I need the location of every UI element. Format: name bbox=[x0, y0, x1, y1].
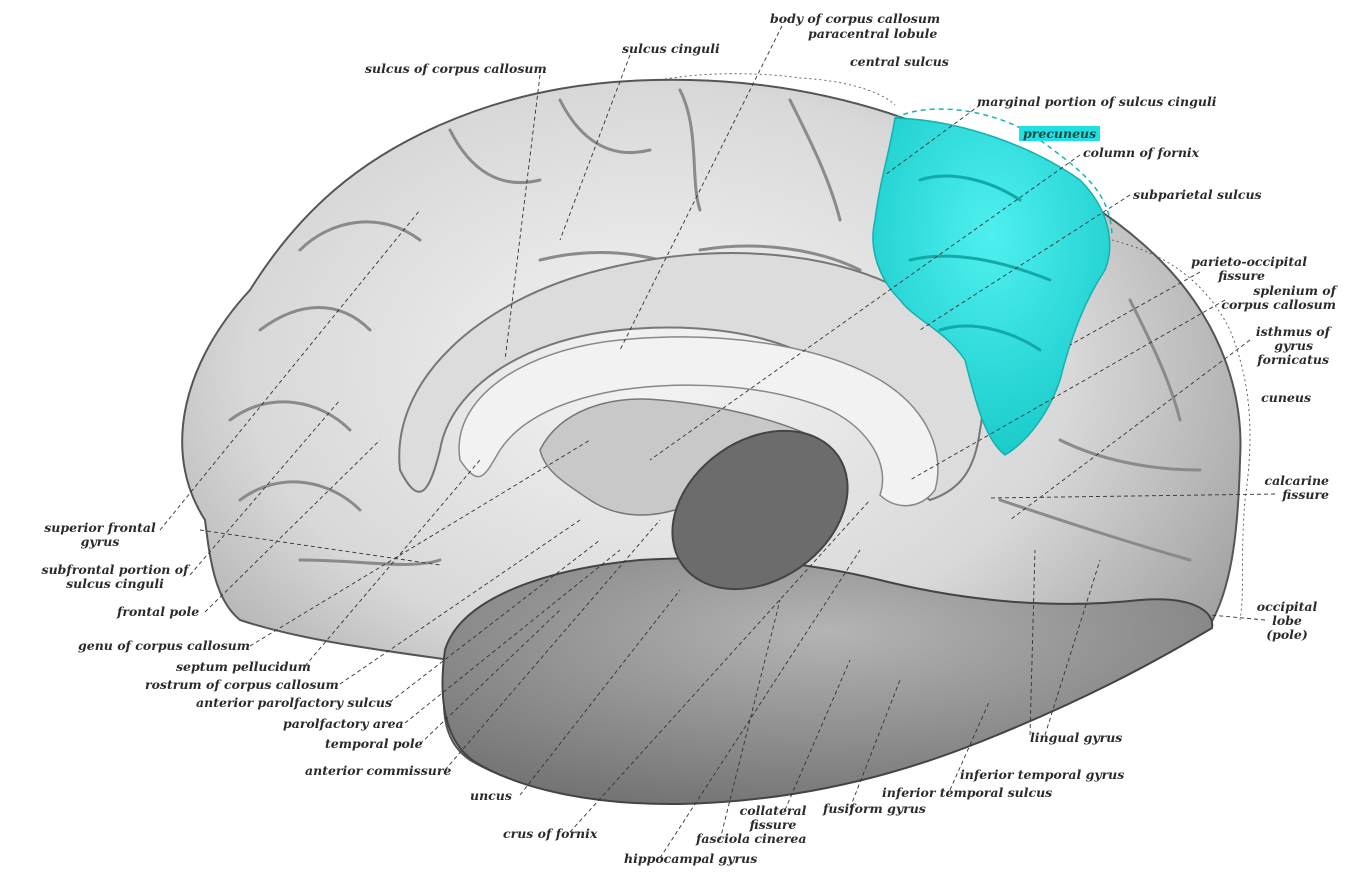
label-precuneus: precuneus bbox=[1019, 126, 1101, 141]
label-isthmus-2: gyrus bbox=[1274, 338, 1313, 353]
label-marginal-portion: marginal portion of sulcus cinguli bbox=[977, 94, 1217, 109]
label-crus-of-fornix: crus of fornix bbox=[503, 826, 598, 841]
label-rostrum: rostrum of corpus callosum bbox=[145, 677, 339, 692]
label-isthmus-1: isthmus of bbox=[1255, 324, 1330, 339]
label-genu: genu of corpus callosum bbox=[78, 638, 250, 653]
label-column-of-fornix: column of fornix bbox=[1083, 145, 1200, 160]
label-temporal-pole: temporal pole bbox=[325, 736, 423, 751]
label-body-of-corpus-callosum: body of corpus callosum bbox=[770, 11, 941, 26]
label-subparietal-sulcus: subparietal sulcus bbox=[1133, 187, 1262, 202]
label-fasciola-cinerea: fasciola cinerea bbox=[696, 831, 807, 846]
label-calcarine-2: fissure bbox=[1282, 487, 1329, 502]
label-calcarine-1: calcarine bbox=[1264, 473, 1329, 488]
thalamus-cut bbox=[671, 429, 849, 591]
label-subfrontal-2: sulcus cinguli bbox=[66, 576, 164, 591]
label-parieto-occipital-1: parieto-occipital bbox=[1191, 254, 1307, 269]
label-hippocampal-gyrus: hippocampal gyrus bbox=[624, 851, 758, 866]
precuneus-boundary-dashed bbox=[894, 108, 1113, 236]
label-sulcus-of-corpus-callosum: sulcus of corpus callosum bbox=[365, 61, 547, 76]
label-isthmus-3: fornicatus bbox=[1257, 352, 1329, 367]
precuneus-highlight-tag: precuneus bbox=[1019, 126, 1101, 141]
label-paracentral-lobule: paracentral lobule bbox=[808, 26, 938, 41]
label-collateral-2: fissure bbox=[749, 817, 797, 832]
label-central-sulcus: central sulcus bbox=[850, 54, 949, 69]
brace-lines bbox=[659, 73, 1251, 621]
cingulate-gyrus bbox=[398, 252, 984, 502]
gyri-folds bbox=[228, 88, 1202, 566]
label-inferior-temporal-sulcus: inferior temporal sulcus bbox=[882, 785, 1053, 800]
label-superior-frontal-1: superior frontal bbox=[44, 520, 156, 535]
label-splenium-2: corpus callosum bbox=[1221, 297, 1336, 312]
label-anterior-commissure: anterior commissure bbox=[305, 763, 452, 778]
label-collateral-1: collateral bbox=[739, 803, 807, 818]
label-occipital-2: lobe bbox=[1272, 613, 1302, 628]
corpus-callosum bbox=[458, 336, 939, 507]
label-subfrontal-1: subfrontal portion of bbox=[41, 562, 189, 577]
label-occipital-1: occipital bbox=[1256, 599, 1318, 614]
label-frontal-pole: frontal pole bbox=[117, 604, 200, 619]
precuneus-region bbox=[872, 117, 1111, 456]
label-sulcus-cinguli: sulcus cinguli bbox=[622, 41, 720, 56]
label-fusiform-gyrus: fusiform gyrus bbox=[823, 801, 926, 816]
label-cuneus: cuneus bbox=[1261, 390, 1311, 405]
label-superior-frontal-2: gyrus bbox=[80, 534, 120, 549]
label-inferior-temporal-gyrus: inferior temporal gyrus bbox=[960, 767, 1125, 782]
label-parolfactory-area: parolfactory area bbox=[283, 716, 404, 731]
label-lingual-gyrus: lingual gyrus bbox=[1030, 730, 1123, 745]
label-septum-pellucidum: septum pellucidum bbox=[176, 659, 311, 674]
label-uncus: uncus bbox=[470, 788, 512, 803]
label-parieto-occipital-2: fissure bbox=[1218, 268, 1265, 283]
label-occipital-3: (pole) bbox=[1266, 627, 1308, 642]
leader-lines bbox=[159, 25, 1276, 859]
precuneus-folds bbox=[908, 174, 1052, 352]
label-anterior-parolfactory: anterior parolfactory sulcus bbox=[196, 695, 393, 710]
label-splenium-1: splenium of bbox=[1253, 283, 1336, 298]
